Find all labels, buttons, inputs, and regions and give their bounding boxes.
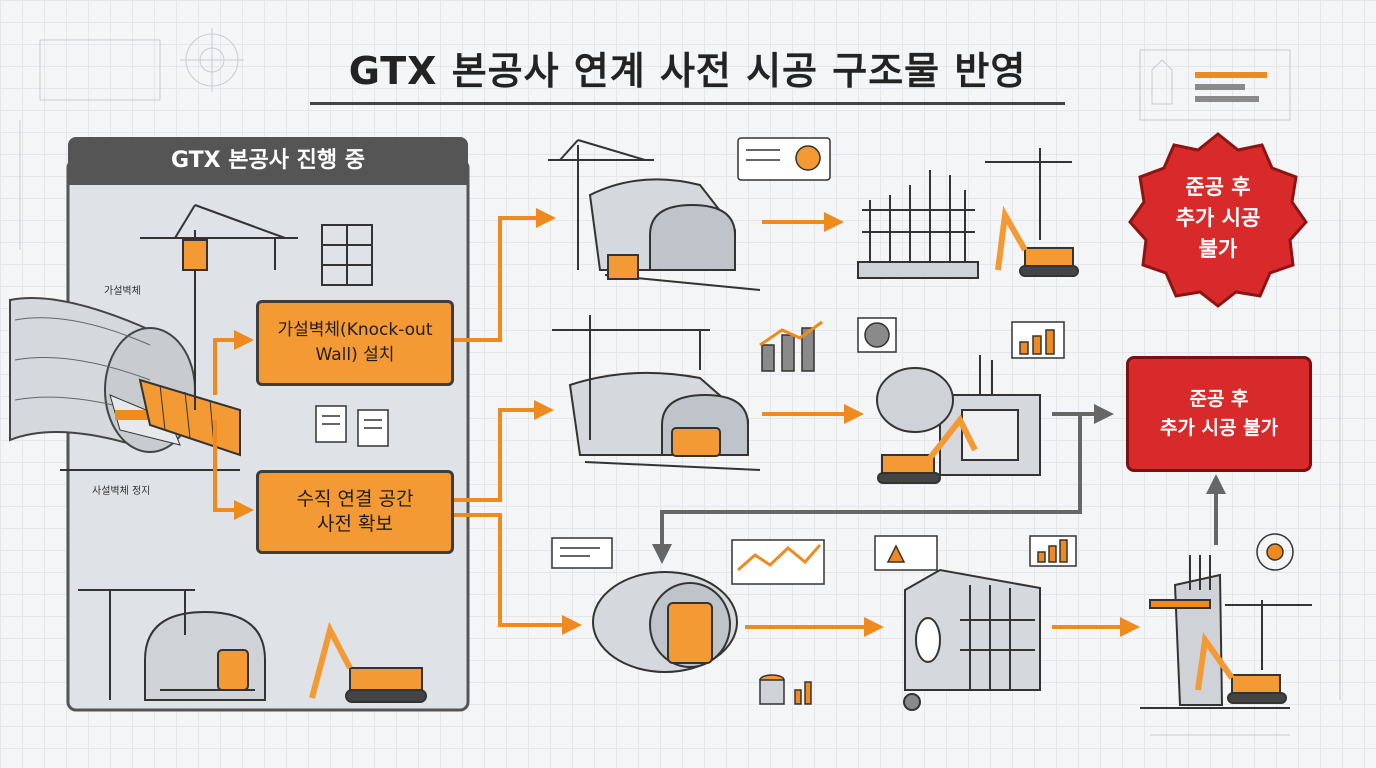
page-title: GTX 본공사 연계 사전 시공 구조물 반영 — [310, 40, 1065, 105]
excavator-icon-row2 — [877, 414, 978, 484]
blueprint-decoration-left — [19, 28, 244, 250]
crane-icon-row2 — [552, 315, 710, 440]
knockout-wall-line2: Wall) 설치 — [315, 345, 395, 365]
warning-card-icon-row3 — [874, 535, 938, 571]
crane-icon-panel — [140, 204, 298, 410]
excavator-icon-row1 — [995, 205, 1079, 277]
target-icon-final — [1256, 533, 1294, 571]
grey-flow-arrows — [652, 404, 1226, 564]
no-additional-construction-box: 준공 후 추가 시공 불가 — [1126, 356, 1312, 472]
panel-header: GTX 본공사 진행 중 — [68, 137, 468, 185]
box-structure-row2 — [876, 355, 1041, 476]
redbox-line1: 준공 후 — [1189, 388, 1249, 410]
wall-structure-row3 — [903, 568, 1041, 711]
tunnel-icon-row3 — [592, 571, 738, 673]
orange-flow-arrows — [213, 208, 1140, 637]
rebar-structure-row1 — [857, 170, 979, 279]
seal-line3: 불가 — [1198, 236, 1238, 261]
seal-line1: 준공 후 — [1185, 174, 1251, 199]
vertical-space-box: 수직 연결 공간 사전 확보 — [256, 470, 454, 554]
line-chart-icon-row2 — [759, 320, 823, 372]
column-structure-final — [1140, 555, 1290, 709]
knockout-wall-box: 가설벽체(Knock-out Wall) 설치 — [256, 300, 454, 386]
crane-icon-final — [1225, 600, 1312, 670]
bar-chart-icon-row3 — [1029, 535, 1077, 567]
seal-badge-text: 준공 후 추가 시공 불가 — [1130, 132, 1306, 304]
pie-chart-icon-row2 — [857, 317, 897, 353]
knockout-wall-line1: 가설벽체(Knock-out — [277, 320, 433, 340]
line-chart-icon-row3 — [731, 539, 825, 585]
excavator-icon-panel — [309, 621, 427, 703]
excavator-icon-final — [1195, 632, 1287, 704]
bar-chart-icon-row2 — [1011, 321, 1065, 359]
crane-icon-panel-bottom — [78, 589, 195, 700]
panel-bottom-tunnel — [144, 610, 266, 701]
blueprint-decoration-right — [1139, 49, 1341, 736]
doc-card-icon-row3 — [551, 537, 613, 569]
seal-badge-shape — [1128, 132, 1308, 308]
tunnel-icon-row2 — [568, 371, 761, 471]
document-transfer-icon — [315, 405, 389, 447]
crane-icon-row1 — [548, 139, 654, 270]
chart-card-icon-row1 — [737, 137, 831, 181]
vertical-space-line2: 사전 확보 — [317, 513, 393, 535]
vertical-space-line1: 수직 연결 공간 — [296, 488, 414, 510]
database-icon-row3 — [759, 674, 812, 705]
redbox-line2: 추가 시공 불가 — [1159, 417, 1279, 439]
scaffold-icon — [321, 224, 373, 286]
crane-icon-row1-right — [985, 148, 1072, 240]
seal-line2: 추가 시공 — [1175, 205, 1261, 230]
tunnel-icon-row1 — [588, 178, 761, 291]
label-wall-stop: 사설벽체 정지 — [92, 486, 151, 497]
label-temporary-wall: 가설벽체 — [104, 286, 141, 297]
